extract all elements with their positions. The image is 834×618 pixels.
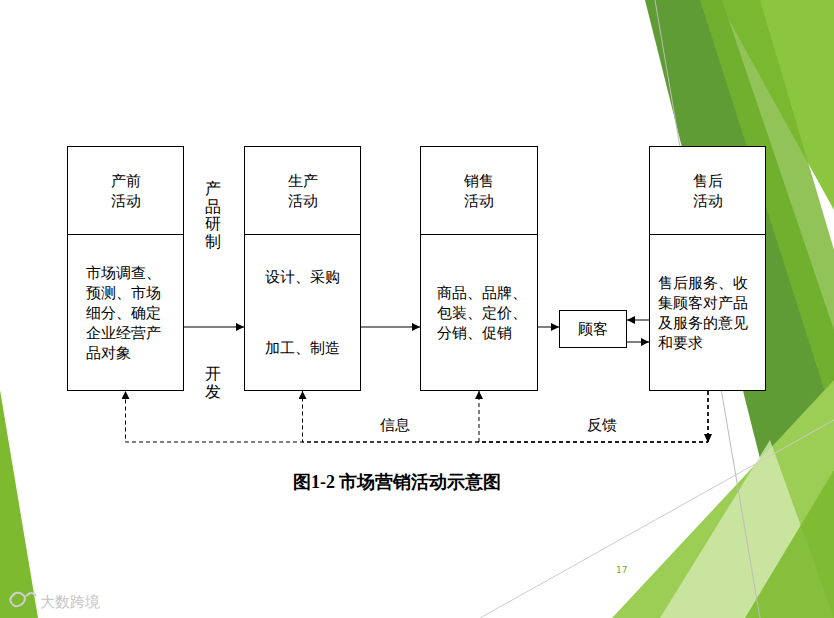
box-body-area: 设计、采购加工、制造	[245, 235, 360, 390]
box-heading: 销售 活动	[463, 171, 496, 211]
box-heading-area: 售后 活动	[650, 147, 765, 235]
watermark: 大数跨境	[40, 592, 100, 612]
activity-box: 产前 活动市场调查、 预测、市场 细分、确定 企业经营产 品对象	[67, 146, 184, 391]
green-band	[645, 0, 834, 618]
deco-line	[480, 420, 834, 618]
feedback-label: 信息	[380, 415, 410, 435]
box-body-area: 商品、品牌、 包装、定价、 分销、促销	[421, 235, 537, 390]
activity-box: 售后 活动售后服务、收 集顾客对产品 及服务的意见 和要求	[649, 146, 766, 391]
box-body-text: 设计、采购	[251, 267, 354, 287]
green-band	[0, 390, 38, 618]
feedback-label: 反馈	[587, 415, 617, 435]
activity-box: 销售 活动商品、品牌、 包装、定价、 分销、促销	[420, 146, 538, 391]
box-heading: 产前 活动	[109, 171, 142, 211]
box-body-text: 加工、制造	[251, 338, 354, 358]
green-band	[612, 380, 834, 618]
box-heading-area: 生产 活动	[245, 147, 360, 235]
edge-side-label: 产品研制	[205, 180, 221, 250]
deco-line	[655, 0, 760, 618]
watermark-icon	[10, 593, 36, 606]
feedback-connector	[303, 391, 709, 442]
flow-arrow	[538, 327, 559, 328]
flow-arrow	[361, 327, 420, 328]
flow-arrow	[184, 327, 244, 328]
page-number: 17	[616, 560, 627, 580]
green-band	[745, 470, 834, 618]
box-label: 顾客	[570, 319, 616, 339]
customer-box: 顾客	[559, 310, 627, 348]
green-band	[660, 440, 834, 618]
box-heading: 售后 活动	[691, 171, 724, 211]
box-heading-area: 销售 活动	[421, 147, 537, 235]
flow-arrow	[627, 342, 649, 343]
flow-arrow	[627, 320, 649, 321]
feedback-connector	[479, 391, 708, 442]
edge-side-label: 开发	[205, 365, 221, 400]
activity-box: 生产 活动设计、采购加工、制造	[244, 146, 361, 391]
box-body-text: 售后服务、收 集顾客对产品 及服务的意见 和要求	[658, 273, 761, 353]
box-body-text: 市场调查、 预测、市场 细分、确定 企业经营产 品对象	[86, 263, 179, 363]
box-heading-area: 产前 活动	[68, 147, 183, 235]
box-body-area: 市场调查、 预测、市场 细分、确定 企业经营产 品对象	[68, 235, 183, 390]
box-body-text: 商品、品牌、 包装、定价、 分销、促销	[437, 283, 533, 343]
box-heading: 生产 活动	[286, 171, 319, 211]
box-body-area: 售后服务、收 集顾客对产品 及服务的意见 和要求	[650, 235, 765, 390]
figure-caption: 图1-2 市场营销活动示意图	[293, 470, 502, 494]
